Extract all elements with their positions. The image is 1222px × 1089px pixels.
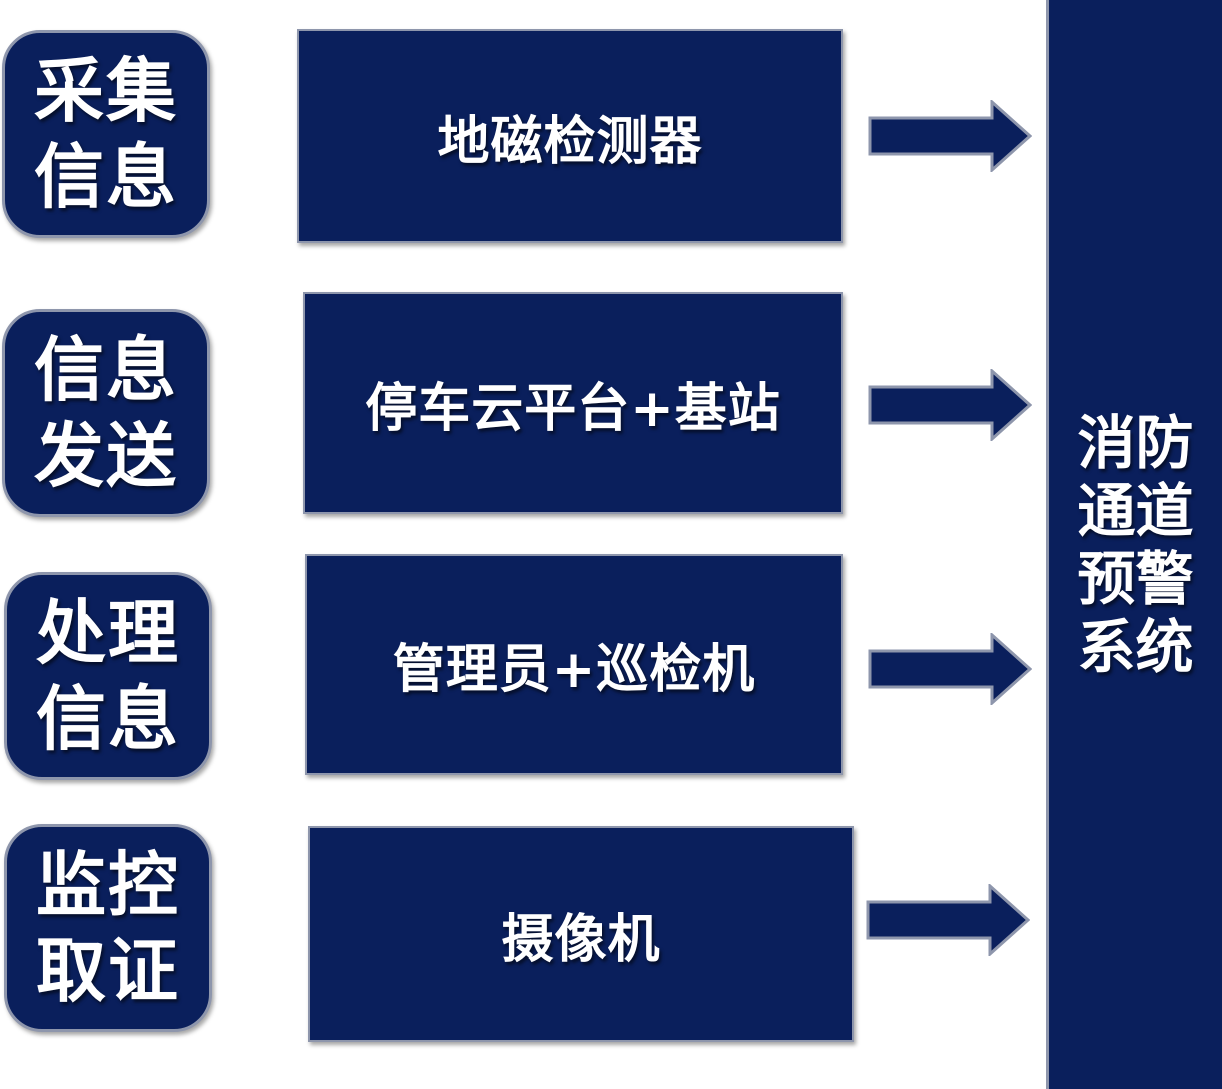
component-box-4-text: 摄像机 <box>501 909 661 970</box>
right-arrow-icon <box>866 884 1030 956</box>
category-label-1: 采集信息 <box>2 30 210 238</box>
right-arrow-icon <box>868 100 1032 172</box>
component-box-1: 地磁检测器 <box>297 29 843 243</box>
category-label-4: 监控取证 <box>4 824 212 1032</box>
right-arrow-icon <box>868 633 1032 705</box>
warning-system-box: 消防通道预警系统 <box>1046 0 1222 1089</box>
right-arrow-icon <box>868 369 1032 441</box>
component-box-3: 管理员+巡检机 <box>305 554 843 775</box>
warning-system-label: 消防通道预警系统 <box>1077 408 1194 681</box>
category-label-3-text: 处理信息 <box>36 592 180 760</box>
component-box-4: 摄像机 <box>308 826 854 1042</box>
category-label-1-text: 采集信息 <box>34 50 178 218</box>
component-box-2-text: 停车云平台+基站 <box>365 378 781 439</box>
category-label-2: 信息发送 <box>2 309 210 517</box>
category-label-4-text: 监控取证 <box>36 844 180 1012</box>
category-label-3: 处理信息 <box>4 572 212 780</box>
component-box-2: 停车云平台+基站 <box>303 292 843 514</box>
component-box-3-text: 管理员+巡检机 <box>392 640 756 700</box>
component-box-1-text: 地磁检测器 <box>437 111 703 172</box>
category-label-2-text: 信息发送 <box>34 329 178 497</box>
